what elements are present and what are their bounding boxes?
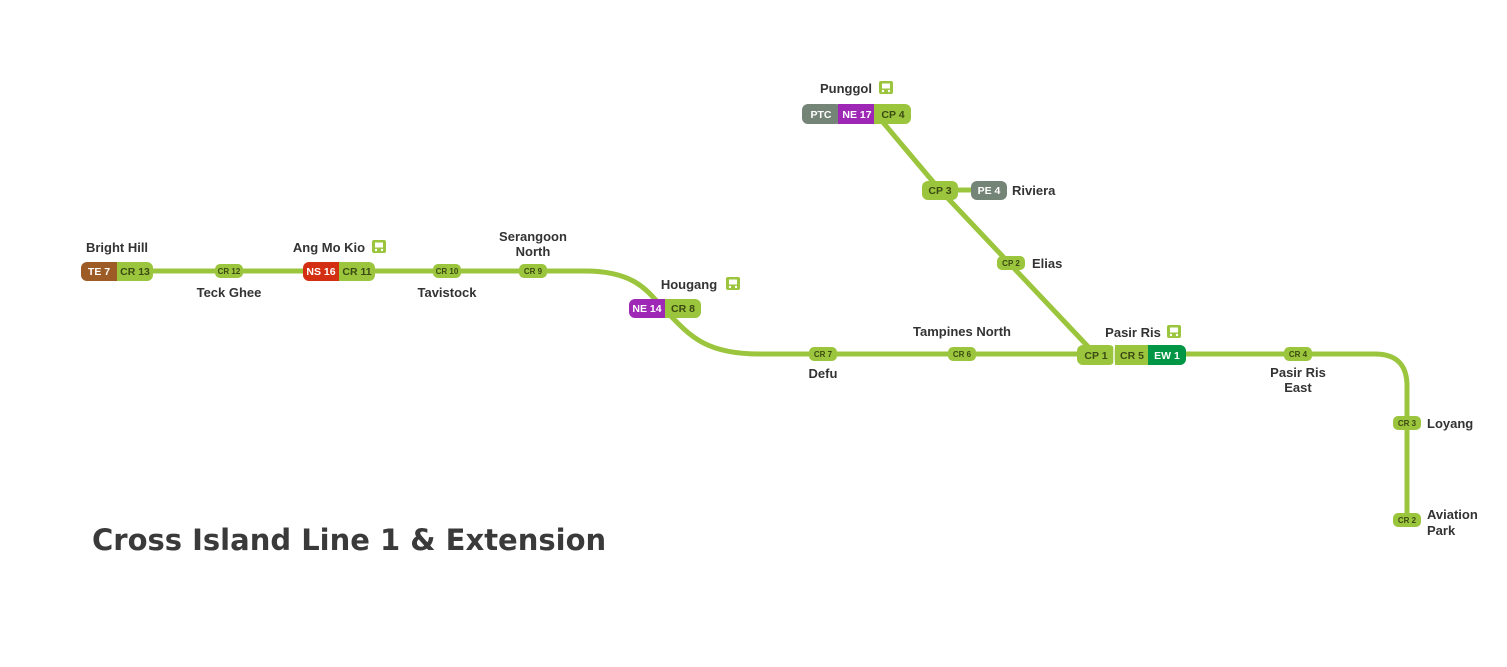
code-pill-te bbox=[81, 262, 117, 281]
station-label: Park bbox=[1427, 523, 1456, 538]
station-code: CR 7 bbox=[814, 350, 833, 359]
code-pill-cr bbox=[1284, 347, 1312, 361]
station-label: Bright Hill bbox=[86, 240, 148, 255]
code-pill-cr bbox=[115, 262, 153, 281]
station-pasir-ris[interactable]: Pasir Ris CP 1 CR 5 EW 1 bbox=[1077, 325, 1186, 365]
bus-interchange-icon bbox=[1167, 325, 1181, 338]
code-pill-cr bbox=[948, 347, 976, 361]
code-pill-cr bbox=[519, 264, 547, 278]
station-label: Defu bbox=[809, 366, 838, 381]
code-pill-cr bbox=[1393, 513, 1421, 527]
station-label: Serangoon bbox=[499, 229, 567, 244]
cr-line-main bbox=[115, 268, 1410, 524]
station-code: CR 9 bbox=[524, 267, 543, 276]
code-pill-cr bbox=[1115, 345, 1151, 365]
track-lines bbox=[115, 111, 1410, 524]
station-label: Tampines North bbox=[913, 324, 1011, 339]
map-title: Cross Island Line 1 & Extension bbox=[92, 523, 606, 557]
station-code: PTC bbox=[811, 109, 832, 121]
code-pill-ns bbox=[303, 262, 341, 281]
cp-line-branch bbox=[873, 111, 1098, 357]
code-pill-ne bbox=[629, 299, 667, 318]
station-pasir-ris-east[interactable]: CR 4 Pasir Ris East bbox=[1270, 347, 1326, 395]
station-code: CR 11 bbox=[342, 266, 371, 278]
station-tavistock[interactable]: CR 10 Tavistock bbox=[417, 264, 477, 300]
code-pill-cr bbox=[809, 347, 837, 361]
bus-interchange-icon bbox=[726, 277, 740, 290]
code-pill-cp bbox=[922, 181, 958, 200]
station-code: NE 14 bbox=[632, 303, 661, 315]
bus-interchange-icon bbox=[372, 240, 386, 253]
station-punggol[interactable]: Punggol PTC NE 17 CP 4 bbox=[802, 81, 911, 124]
station-code: TE 7 bbox=[88, 266, 110, 278]
station-serangoon-north[interactable]: Serangoon North CR 9 bbox=[499, 229, 567, 278]
station-label: Elias bbox=[1032, 256, 1062, 271]
station-label: Loyang bbox=[1427, 416, 1473, 431]
code-pill-cr bbox=[1393, 416, 1421, 430]
station-code: CP 1 bbox=[1084, 350, 1107, 362]
station-code: CP 3 bbox=[928, 185, 951, 197]
code-pill-cr bbox=[337, 262, 375, 281]
station-defu[interactable]: CR 7 Defu bbox=[809, 347, 838, 381]
station-aviation-park[interactable]: CR 2 Aviation Park bbox=[1393, 507, 1478, 538]
station-loyang[interactable]: CR 3 Loyang bbox=[1393, 416, 1473, 431]
station-label: Tavistock bbox=[417, 285, 477, 300]
station-ang-mo-kio[interactable]: Ang Mo Kio NS 16 CR 11 bbox=[293, 240, 386, 281]
station-label: Pasir Ris bbox=[1270, 365, 1326, 380]
station-code: NS 16 bbox=[306, 266, 335, 278]
code-pill-ew bbox=[1148, 345, 1186, 365]
station-code: CR 8 bbox=[671, 303, 695, 315]
station-code: CR 4 bbox=[1289, 350, 1308, 359]
station-code: CP 2 bbox=[1002, 259, 1020, 268]
station-label: North bbox=[516, 244, 551, 259]
station-tampines-north[interactable]: Tampines North CR 6 bbox=[913, 324, 1011, 361]
bus-interchange-icon bbox=[879, 81, 893, 94]
station-elias[interactable]: CP 2 Elias bbox=[997, 256, 1062, 271]
station-bright-hill[interactable]: Bright Hill TE 7 CR 13 bbox=[81, 240, 153, 281]
station-code: CR 5 bbox=[1120, 350, 1144, 362]
station-label: East bbox=[1284, 380, 1312, 395]
station-code: CR 2 bbox=[1398, 516, 1417, 525]
station-label: Riviera bbox=[1012, 183, 1056, 198]
station-teck-ghee[interactable]: CR 12 Teck Ghee bbox=[197, 264, 262, 300]
station-label: Ang Mo Kio bbox=[293, 240, 365, 255]
station-code: CR 3 bbox=[1398, 419, 1417, 428]
station-label: Punggol bbox=[820, 81, 872, 96]
station-label: Hougang bbox=[661, 277, 717, 292]
code-pill-cr bbox=[215, 264, 243, 278]
station-riviera[interactable]: CP 3 PE 4 Riviera bbox=[922, 181, 1056, 200]
station-code: CR 12 bbox=[218, 267, 241, 276]
station-code: CR 6 bbox=[953, 350, 972, 359]
station-code: CR 13 bbox=[120, 266, 150, 278]
station-label: Pasir Ris bbox=[1105, 325, 1161, 340]
station-code: EW 1 bbox=[1154, 350, 1180, 362]
code-pill-pe bbox=[971, 181, 1007, 200]
code-pill-cp bbox=[1077, 345, 1115, 365]
station-hougang[interactable]: Hougang NE 14 CR 8 bbox=[629, 277, 740, 318]
code-pill-ne bbox=[838, 104, 876, 124]
code-pill-cp bbox=[874, 104, 911, 124]
station-code: CR 10 bbox=[436, 267, 459, 276]
station-code: PE 4 bbox=[978, 185, 1001, 197]
station-code: NE 17 bbox=[842, 109, 871, 121]
code-pill-ptc bbox=[802, 104, 842, 124]
station-label: Aviation bbox=[1427, 507, 1478, 522]
code-pill-cr bbox=[663, 299, 701, 318]
code-pill-cp bbox=[997, 256, 1025, 270]
code-pill-cr bbox=[433, 264, 461, 278]
station-label: Teck Ghee bbox=[197, 285, 262, 300]
station-code: CP 4 bbox=[881, 109, 904, 121]
